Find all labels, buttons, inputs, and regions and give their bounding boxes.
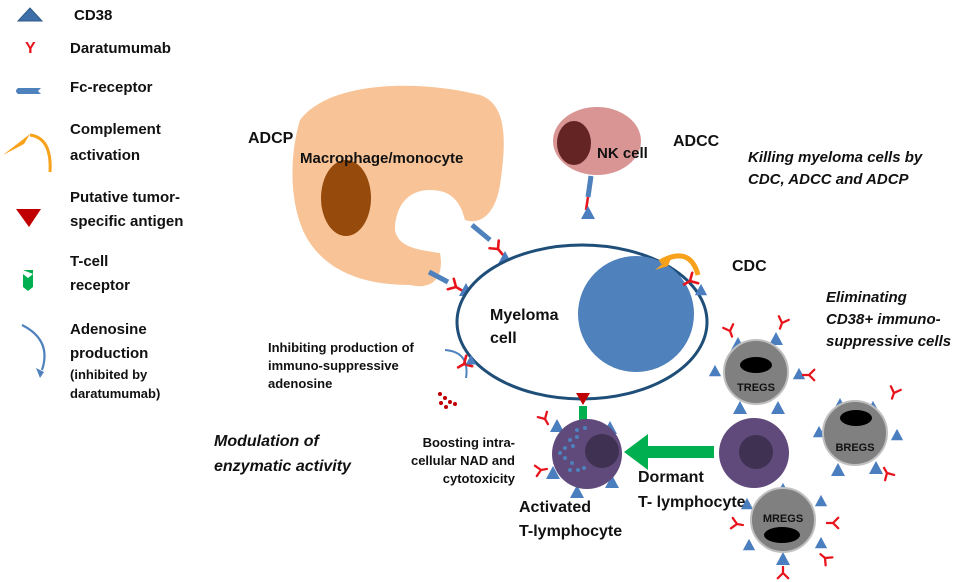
complement-activation bbox=[655, 253, 708, 296]
legend-item-complement: Complement activation bbox=[3, 121, 161, 173]
triangle-icon bbox=[16, 7, 44, 22]
dormant-label-line1: Dormant bbox=[638, 469, 704, 486]
killing-label-line1: Killing myeloma cells by bbox=[748, 149, 923, 166]
legend-label: specific antigen bbox=[70, 213, 183, 230]
eliminating-label-line2: CD38+ immuno- bbox=[826, 311, 941, 328]
legend-label: T-cell bbox=[70, 253, 108, 270]
nk-cell: NK cell bbox=[553, 107, 648, 175]
legend-label: daratumumab) bbox=[70, 386, 160, 401]
granules bbox=[558, 426, 587, 472]
legend-label: receptor bbox=[70, 277, 130, 294]
complement-arrow-icon bbox=[3, 133, 52, 173]
t-cell-receptor-icon bbox=[23, 270, 33, 291]
legend-item-adenosine: Adenosine production (inhibited by darat… bbox=[21, 321, 160, 401]
legend-label: (inhibited by bbox=[70, 367, 148, 382]
inhibiting-label-line2: immuno-suppressive bbox=[268, 358, 399, 373]
nk-cell-nucleus bbox=[557, 121, 591, 165]
killing-label-line2: CDC, ADCC and ADCP bbox=[748, 171, 910, 188]
myeloma-nucleus bbox=[578, 256, 694, 372]
adcc-label: ADCC bbox=[673, 133, 720, 150]
legend-label: production bbox=[70, 345, 148, 362]
dormant-cell-nucleus bbox=[739, 435, 773, 469]
legend-label: Putative tumor- bbox=[70, 189, 180, 206]
activated-label-line2: T-lymphocyte bbox=[519, 523, 622, 540]
cd38-marker bbox=[581, 206, 595, 219]
fc-receptor-icon bbox=[16, 88, 41, 94]
boosting-label-line2: cellular NAD and bbox=[411, 453, 515, 468]
legend: CD38 Y Daratumumab Fc-receptor Complemen… bbox=[3, 7, 183, 401]
antibody bbox=[584, 196, 590, 211]
macrophage-body bbox=[292, 85, 504, 287]
inhibiting-label-line1: Inhibiting production of bbox=[268, 340, 415, 355]
legend-label: Complement bbox=[70, 121, 161, 138]
myeloma-label-line1: Myeloma bbox=[490, 307, 559, 324]
eliminating-label-line1: Eliminating bbox=[826, 289, 907, 306]
macrophage-label: Macrophage/monocyte bbox=[300, 150, 463, 167]
modulation-label-line2: enzymatic activity bbox=[214, 458, 352, 475]
boosting-label-line1: Boosting intra- bbox=[423, 435, 515, 450]
bregs-nucleus bbox=[840, 410, 872, 426]
inhibiting-label-line3: adenosine bbox=[268, 376, 332, 391]
modulation-label-line1: Modulation of bbox=[214, 433, 321, 450]
bregs-cell: BREGS bbox=[812, 385, 904, 482]
mregs-label: MREGS bbox=[763, 513, 803, 525]
legend-item-antigen: Putative tumor- specific antigen bbox=[16, 189, 183, 230]
complement-arrow-icon bbox=[658, 253, 701, 276]
legend-label: Adenosine bbox=[70, 321, 147, 338]
legend-item-cd38: CD38 bbox=[16, 7, 112, 24]
nk-cell-label: NK cell bbox=[597, 145, 648, 162]
legend-item-daratumumab: Y Daratumumab bbox=[25, 40, 171, 57]
legend-label: activation bbox=[70, 147, 140, 164]
legend-item-tcr: T-cell receptor bbox=[23, 253, 130, 294]
legend-label: Daratumumab bbox=[70, 40, 171, 57]
tregs-label: TREGS bbox=[737, 382, 775, 394]
activated-cell-nucleus bbox=[585, 434, 619, 468]
tumor-antigen bbox=[576, 393, 590, 405]
dormant-t-lymphocyte bbox=[719, 418, 789, 488]
myeloma-cell: Myeloma cell bbox=[455, 243, 709, 401]
macrophage-cell: Macrophage/monocyte bbox=[292, 85, 504, 287]
t-cell-receptor bbox=[579, 406, 587, 422]
adenosine-dots bbox=[438, 392, 457, 409]
activated-t-lymphocyte bbox=[533, 410, 622, 498]
boosting-label-line3: cytotoxicity bbox=[443, 471, 516, 486]
adcp-label: ADCP bbox=[248, 130, 294, 147]
fc-receptor bbox=[585, 175, 594, 198]
cdc-label: CDC bbox=[732, 258, 767, 275]
curved-arrow-icon bbox=[444, 349, 468, 379]
eliminating-label-line3: suppressive cells bbox=[826, 333, 951, 350]
macrophage-nucleus bbox=[321, 160, 371, 236]
activation-arrow bbox=[624, 434, 714, 470]
myeloma-label-line2: cell bbox=[490, 330, 517, 347]
tregs-nucleus bbox=[740, 357, 772, 373]
fc-antibody-links bbox=[427, 223, 512, 297]
curved-arrow-icon bbox=[21, 324, 46, 378]
inverted-triangle-icon bbox=[16, 209, 41, 227]
bregs-label: BREGS bbox=[835, 442, 874, 454]
tregs-cell: TREGS bbox=[708, 315, 816, 414]
legend-label: Fc-receptor bbox=[70, 79, 153, 96]
mregs-nucleus bbox=[764, 527, 800, 543]
dormant-label-line2: T- lymphocyte bbox=[638, 494, 746, 511]
mregs-cell: MREGS bbox=[729, 482, 840, 580]
legend-label: CD38 bbox=[74, 7, 112, 24]
activated-label-line1: Activated bbox=[519, 499, 591, 516]
adenosine-inhibition bbox=[438, 349, 477, 409]
legend-item-fc-receptor: Fc-receptor bbox=[16, 79, 153, 96]
antibody-y-icon: Y bbox=[25, 40, 36, 57]
